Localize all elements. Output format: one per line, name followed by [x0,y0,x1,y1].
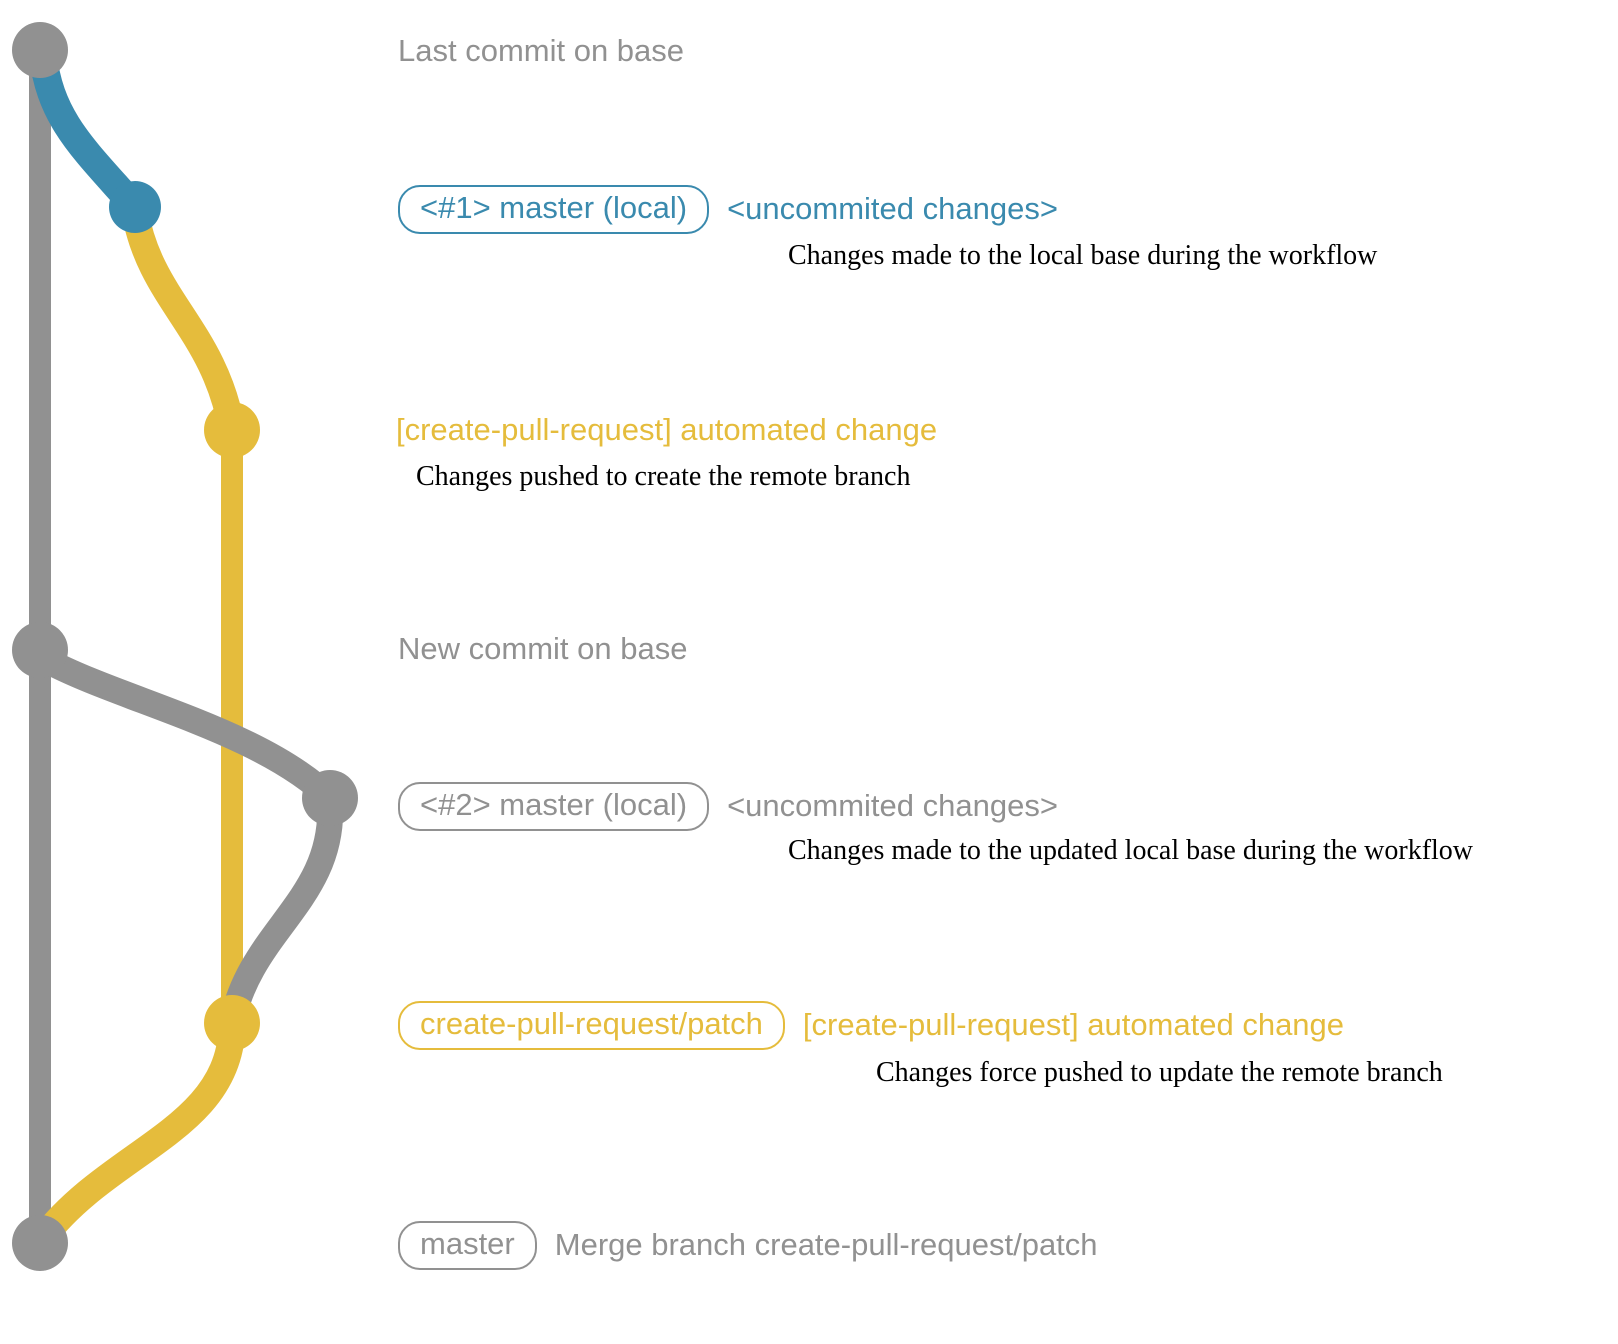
chip-master-local-2[interactable]: <#2> master (local) [398,782,710,831]
message-master-merge: Merge branch create-pull-request/patch [554,1227,1098,1262]
subtext-automated-change-1: Changes pushed to create the remote bran… [416,461,911,492]
node-base-new [12,622,68,678]
edge-local-2-to-patch-2 [219,790,344,1036]
message-master-local-1: <uncommited changes> [727,191,1058,226]
label-new-commit-on-base: New commit on base [398,631,688,666]
node-patch-1 [204,402,260,458]
subtext-master-local-1: Changes made to the local base during th… [788,240,1378,271]
git-commit-graph [12,22,358,1271]
subtext-create-pull-request-patch: Changes force pushed to update the remot… [876,1057,1443,1088]
message-master-local-2: <uncommited changes> [727,788,1058,823]
subtext-master-local-2: Changes made to the updated local base d… [788,835,1474,866]
node-base-last [12,22,68,78]
edge-base-to-local-1 [29,41,149,221]
annotation-master-local-2: <#2> master (local) <uncommited changes> [398,782,1058,831]
edge-patch-2-to-merge [29,1014,246,1252]
node-local-1 [109,181,161,233]
label-last-commit-on-base: Last commit on base [398,33,685,68]
label-automated-change-1: [create-pull-request] automated change [396,412,938,447]
chip-master-local-1[interactable]: <#1> master (local) [398,185,710,234]
annotation-master-local-1: <#1> master (local) <uncommited changes> [398,185,1058,234]
chip-master[interactable]: master [398,1221,537,1270]
edge-local-1-to-patch-1 [121,198,246,444]
annotation-master-merge: master Merge branch create-pull-request/… [398,1221,1098,1270]
chip-create-pull-request-patch[interactable]: create-pull-request/patch [398,1001,785,1050]
node-local-2 [302,770,358,826]
message-create-pull-request-patch: [create-pull-request] automated change [802,1007,1345,1042]
node-base-merge [12,1215,68,1271]
node-patch-2 [204,995,260,1051]
edge-base-new-to-local-2 [33,647,343,811]
annotation-create-pull-request-patch: create-pull-request/patch [create-pull-r… [398,1001,1344,1050]
